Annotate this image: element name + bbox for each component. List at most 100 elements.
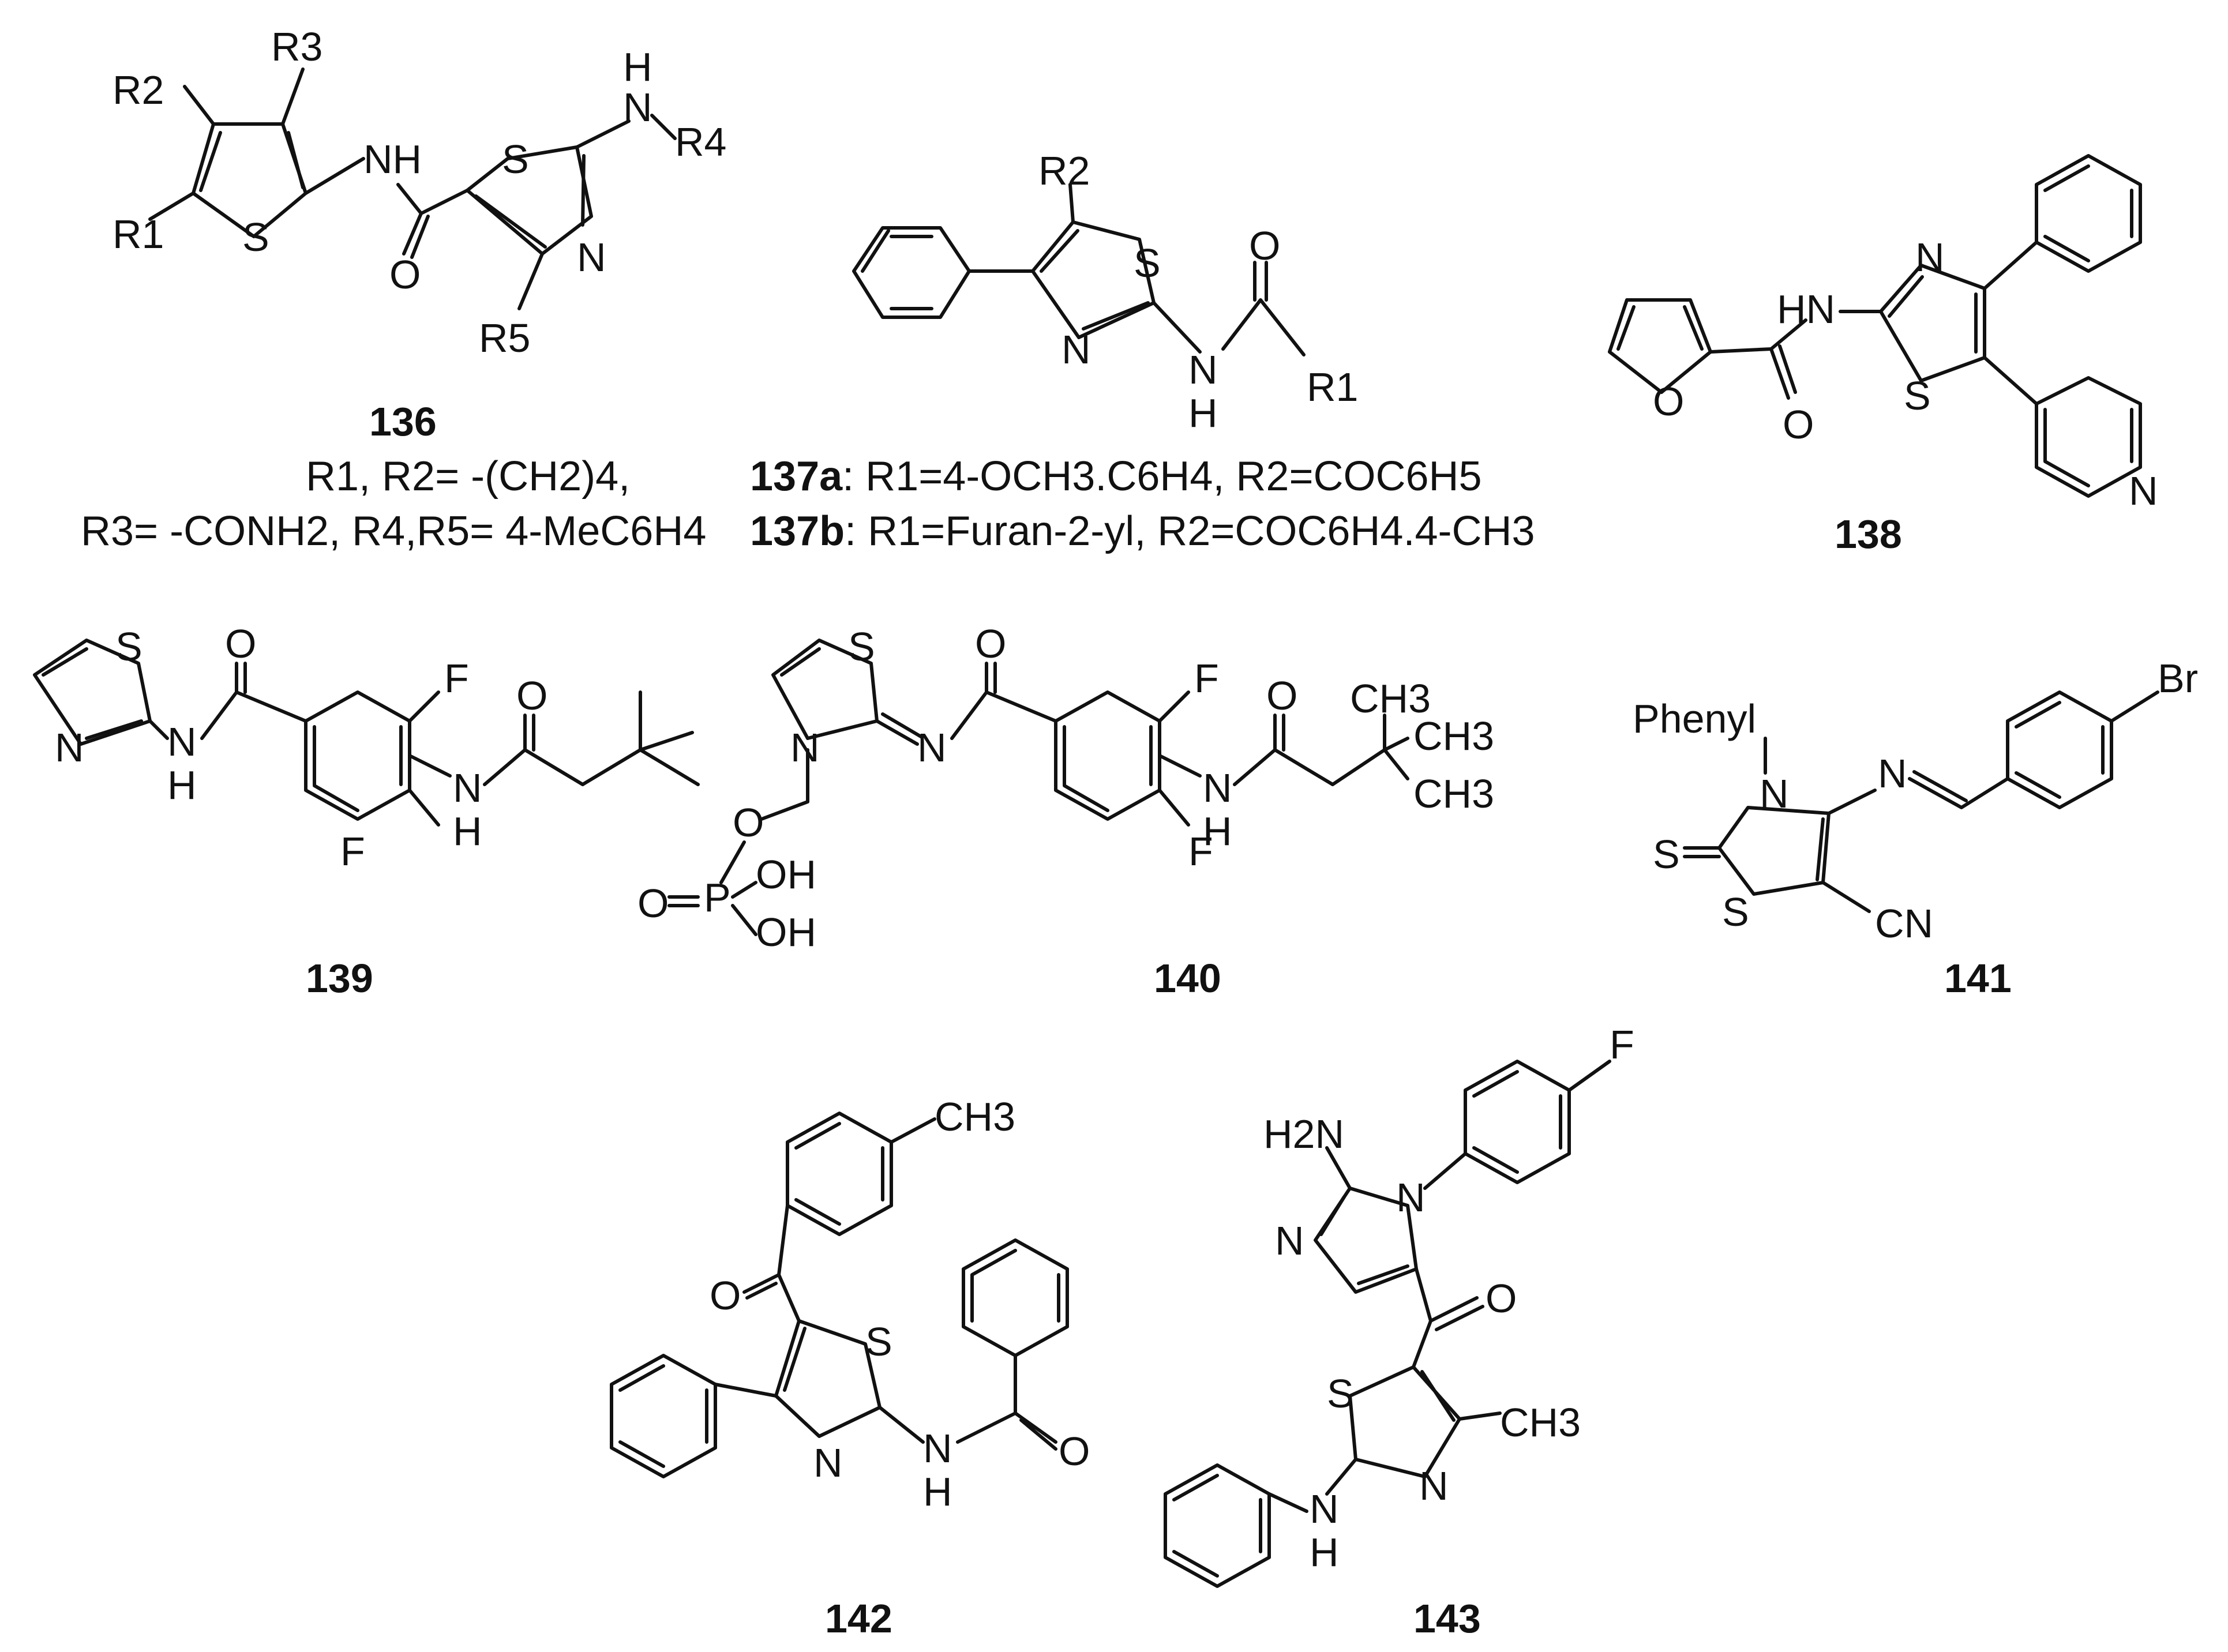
atom-label: N: [167, 719, 197, 764]
compound-number: 141: [1944, 956, 2012, 1001]
atom-label: F: [1188, 829, 1213, 874]
atom-label: CH3: [1413, 714, 1494, 759]
atom-label: O: [733, 800, 764, 845]
compound-141: Phenyl N S S CN N Br 141: [1633, 656, 2198, 1001]
phenyl-ring: [1164, 1463, 1271, 1588]
compound-136: R2 R3 R1 S NH O S N N H R4 R5 136 R1, R2…: [81, 24, 726, 554]
atom-label: N: [1062, 327, 1091, 372]
atom-label: H: [623, 44, 652, 89]
atom-label: CH3: [1500, 1400, 1581, 1445]
atom-label: N: [1419, 1463, 1449, 1508]
phenyl-ring: [962, 1238, 1069, 1357]
atom-label: OH: [756, 910, 816, 955]
substituent-note: R3= -CONH2, R4,R5= 4-MeC6H4: [81, 508, 706, 554]
atom-label: H: [453, 809, 482, 854]
thiazole-ring: [1031, 220, 1156, 339]
atom-label: R2: [1038, 148, 1090, 193]
atom-label: H: [1188, 391, 1218, 435]
atom-label: H2N: [1263, 1112, 1344, 1157]
atom-label: H: [167, 763, 197, 808]
compound-number: 139: [306, 956, 373, 1001]
atom-label: N: [55, 725, 84, 770]
variant-137a: 137a: R1=4-OCH3.C6H4, R2=COC6H5: [750, 453, 1482, 500]
variant-label: 137a: [750, 453, 843, 500]
atom-label: N: [1310, 1486, 1339, 1531]
compound-142: CH3 O S N N H O 142: [610, 1094, 1090, 1641]
compound-number: 136: [369, 399, 437, 444]
atom-label: F: [444, 656, 469, 701]
compound-137: S N R2 N H O R1 137a: R1=4-OCH3.C6H4, R2…: [750, 148, 1535, 554]
atom-label: N: [2129, 468, 2158, 513]
atom-label: R1: [1307, 365, 1358, 410]
compound-139: S N O N H F F N H O 139: [33, 621, 700, 1001]
atom-label: N: [923, 1426, 952, 1471]
atom-label: H: [1203, 809, 1232, 854]
atom-label: F: [1610, 1022, 1634, 1067]
atom-label: N: [813, 1440, 843, 1485]
variant-text: : R1=Furan-2-yl, R2=COC6H4.4-CH3: [845, 508, 1535, 554]
atom-label: O: [1486, 1276, 1517, 1321]
variant-text: : R1=4-OCH3.C6H4, R2=COC6H5: [842, 453, 1481, 500]
thiazole-ring: [33, 639, 152, 746]
atom-label: N: [453, 765, 482, 810]
benzene-ring: [1054, 690, 1161, 821]
thiazole-ring: [1348, 1365, 1461, 1478]
atom-label: N: [1275, 1218, 1304, 1263]
atom-label: O: [637, 881, 669, 926]
thiophene-ring: [192, 122, 307, 238]
atom-label: O: [1653, 379, 1684, 424]
atom-label: O: [516, 673, 547, 718]
phenyl-ring: [2035, 154, 2142, 273]
atom-label: S: [1904, 373, 1931, 418]
atom-label: O: [1059, 1429, 1090, 1474]
atom-label: N: [1915, 235, 1945, 280]
compound-number: 140: [1154, 956, 1221, 1001]
atom-label: O: [1266, 673, 1297, 718]
tolyl-ring: [786, 1112, 893, 1236]
atom-label: CH3: [935, 1094, 1015, 1139]
atom-label: S: [115, 624, 142, 669]
atom-label: S: [1327, 1371, 1354, 1416]
atom-label: H: [923, 1469, 952, 1514]
thiazole-ring: [466, 145, 593, 256]
atom-label: S: [502, 137, 529, 182]
atom-label: HN: [1777, 287, 1835, 332]
compound-138: O O HN N S N 138: [1608, 154, 2158, 557]
thiazoline-ring: [771, 639, 879, 740]
atom-label: H: [1310, 1530, 1339, 1575]
atom-label: N: [917, 725, 947, 770]
atom-label: S: [1653, 832, 1680, 877]
compound-140: S N N O O P O OH OH F F N H O CH3 CH3 CH…: [637, 621, 1494, 1001]
atom-label: N: [1188, 347, 1218, 392]
atom-label: N: [623, 85, 652, 130]
benzene-ring: [304, 690, 411, 821]
atom-label: R4: [675, 119, 726, 164]
atom-label: NH: [363, 137, 422, 182]
atom-label: R2: [112, 67, 164, 112]
atom-label: F: [1194, 656, 1219, 701]
phenyl-ring: [852, 226, 971, 319]
atom-label: P: [704, 875, 731, 920]
atom-label: N: [1878, 751, 1907, 796]
atom-label: O: [1249, 223, 1280, 268]
variant-label: 137b: [750, 508, 845, 554]
compound-143: H2N N N F O S N CH3 N H 143: [1164, 1022, 1634, 1641]
atom-label: Br: [2158, 656, 2198, 701]
bromophenyl-ring: [2006, 690, 2113, 809]
atom-label: O: [225, 621, 256, 666]
atom-label: R3: [271, 24, 322, 69]
atom-label: R5: [479, 316, 530, 361]
pyridine-ring: [2035, 376, 2142, 498]
atom-label: O: [975, 621, 1006, 666]
atom-label: Phenyl: [1633, 696, 1756, 741]
atom-label: N: [1396, 1175, 1426, 1220]
atom-label: R1: [112, 212, 164, 257]
atom-label: O: [389, 252, 421, 297]
phenyl-ring: [610, 1354, 717, 1478]
compound-number: 142: [825, 1596, 892, 1641]
thiazole-ring: [1879, 264, 1986, 382]
furan-ring: [1608, 298, 1712, 394]
atom-label: S: [865, 1319, 892, 1364]
fluorophenyl-ring: [1464, 1060, 1571, 1184]
